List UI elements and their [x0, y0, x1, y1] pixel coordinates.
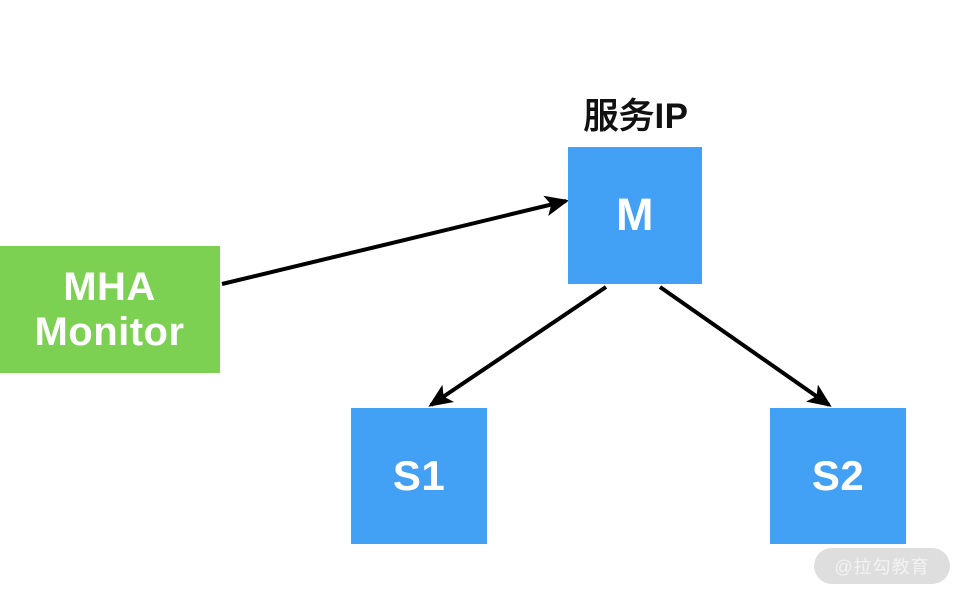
node-master: M	[568, 147, 702, 284]
arrow-mha-to-master	[221, 195, 570, 286]
node-mha-monitor-label-line2: Monitor	[34, 309, 185, 354]
node-slave2: S2	[770, 408, 906, 544]
arrow-master-to-slave2	[658, 285, 832, 407]
watermark-text: @拉勾教育	[834, 557, 930, 577]
node-mha-monitor: MHA Monitor	[0, 246, 220, 373]
node-slave2-label: S2	[811, 452, 865, 500]
node-mha-monitor-label-line1: MHA	[63, 264, 156, 309]
service-ip-label: 服务IP	[583, 97, 689, 136]
arrow-master-to-slave1	[428, 285, 608, 407]
node-slave1: S1	[351, 408, 487, 544]
node-master-label: M	[616, 189, 654, 241]
node-slave1-label: S1	[392, 452, 446, 500]
watermark-badge: @拉勾教育	[814, 548, 950, 584]
